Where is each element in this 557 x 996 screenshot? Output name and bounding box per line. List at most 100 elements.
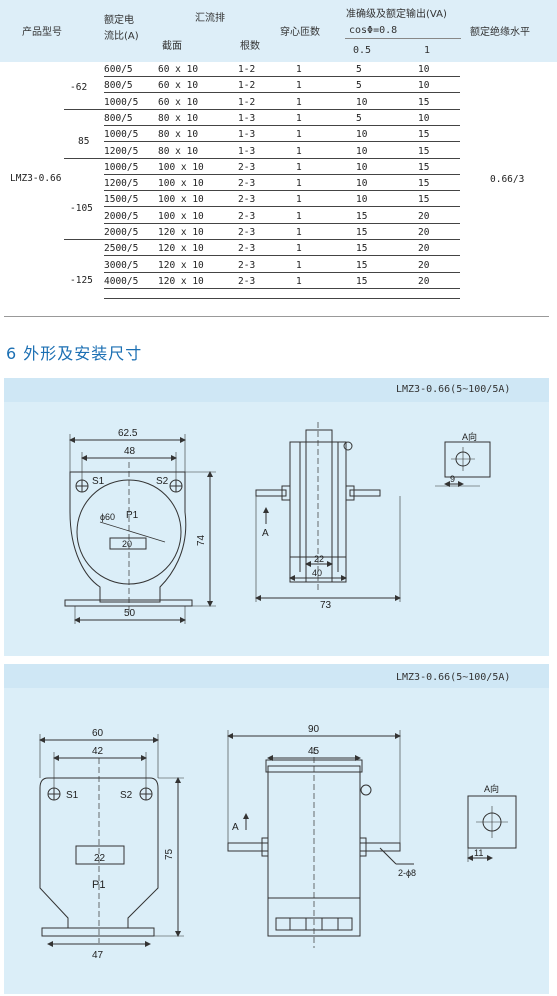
cell-section: 120 x 10 <box>158 227 204 238</box>
row-rule <box>104 108 460 110</box>
model-name: LMZ3-0.66 <box>10 173 62 184</box>
cell-acc-05: 10 <box>356 194 368 206</box>
d2-s2: S2 <box>120 790 133 801</box>
header-turns: 穿心匝数 <box>280 27 320 38</box>
cell-acc-1: 20 <box>418 259 430 271</box>
drawing2-header-band <box>4 664 549 688</box>
cell-count: 2-3 <box>238 227 256 238</box>
cell-acc-05: 15 <box>356 275 368 287</box>
cell-count: 1-2 <box>238 64 256 75</box>
d2-dim-90: 90 <box>308 724 320 735</box>
row-rule <box>104 222 460 224</box>
d1-arrow-a: A <box>262 528 269 539</box>
cell-acc-1: 15 <box>418 145 430 157</box>
d1-dim-48: 48 <box>124 446 136 457</box>
cell-acc-05: 5 <box>356 64 362 75</box>
group-105: -105 <box>70 203 93 214</box>
group-62: -62 <box>70 82 88 93</box>
cell-ratio: 1000/5 <box>104 161 139 173</box>
d1-dim-9: 9 <box>450 474 455 484</box>
cell-count: 2-3 <box>238 259 256 271</box>
section-title: 6 外形及安装尺寸 <box>6 344 143 363</box>
d1-p1: P1 <box>126 510 139 521</box>
row-rule <box>104 239 460 240</box>
d2-dim-11: 11 <box>474 848 483 858</box>
row-rule <box>104 287 460 289</box>
cell-acc-1: 10 <box>418 64 430 75</box>
cell-section: 100 x 10 <box>158 210 204 222</box>
row-rule <box>104 124 460 126</box>
header-cos: cosΦ=0.8 <box>349 25 398 36</box>
cell-section: 100 x 10 <box>158 178 204 190</box>
cell-ratio: 2000/5 <box>104 210 139 222</box>
d1-dim-50: 50 <box>124 608 136 619</box>
cell-acc-05: 10 <box>356 96 368 108</box>
cell-turns: 1 <box>296 129 302 141</box>
d2-dim-45: 45 <box>308 746 320 757</box>
cell-turns: 1 <box>296 96 302 108</box>
cell-count: 2-3 <box>238 194 256 206</box>
header-acc-05: 0.5 <box>353 45 372 56</box>
cell-turns: 1 <box>296 112 302 124</box>
cell-turns: 1 <box>296 227 302 238</box>
cell-section: 80 x 10 <box>158 129 199 141</box>
drawing2-svg: 60 42 S1 S2 22 P1 75 47 90 45 A 2-ϕ8 A向 … <box>39 724 517 961</box>
cell-acc-1: 20 <box>418 227 430 238</box>
cell-section: 100 x 10 <box>158 161 204 173</box>
cell-ratio: 600/5 <box>104 64 133 75</box>
cell-turns: 1 <box>296 259 302 271</box>
cell-section: 60 x 10 <box>158 80 199 92</box>
cell-section: 100 x 10 <box>158 194 204 206</box>
d1-view-a: A向 <box>462 431 477 442</box>
d1-dim-62-5: 62.5 <box>118 428 138 439</box>
cell-turns: 1 <box>296 194 302 206</box>
cell-ratio: 3000/5 <box>104 259 139 271</box>
cell-section: 120 x 10 <box>158 259 204 271</box>
cell-acc-05: 15 <box>356 259 368 271</box>
row-rule <box>104 141 460 143</box>
cell-count: 2-3 <box>238 178 256 190</box>
cell-acc-05: 15 <box>356 227 368 238</box>
d1-front-body <box>69 471 187 603</box>
row-rule <box>104 76 460 77</box>
cell-ratio: 1000/5 <box>104 129 139 141</box>
group-85: 85 <box>78 136 90 147</box>
header-acc-1: 1 <box>424 45 431 56</box>
insulation-value: 0.66/3 <box>490 174 525 185</box>
header-ratio-line2: 流比(A) <box>104 31 139 42</box>
cell-count: 1-3 <box>238 112 256 124</box>
cell-section: 60 x 10 <box>158 64 199 75</box>
cell-acc-1: 15 <box>418 129 430 141</box>
d1-a-view <box>444 441 491 478</box>
cell-turns: 1 <box>296 178 302 190</box>
header-cos-underline <box>345 38 461 39</box>
cell-acc-1: 15 <box>418 161 430 173</box>
drawing1-header-band <box>4 378 549 402</box>
row-rule <box>104 206 460 208</box>
cell-turns: 1 <box>296 64 302 75</box>
cell-turns: 1 <box>296 243 302 255</box>
row-rule <box>104 173 460 175</box>
cell-count: 1-2 <box>238 96 256 108</box>
table-bottom-rule <box>104 298 460 299</box>
d1-dim-20: 20 <box>122 539 132 549</box>
row-rule <box>104 92 460 94</box>
header-insulation: 额定绝缘水平 <box>470 27 530 38</box>
header-model: 产品型号 <box>22 27 62 38</box>
cell-acc-05: 15 <box>356 210 368 222</box>
cell-section: 120 x 10 <box>158 275 204 287</box>
header-ratio-line1: 额定电 <box>104 15 134 26</box>
cell-ratio: 1500/5 <box>104 194 139 206</box>
header-count: 根数 <box>240 41 260 52</box>
cell-section: 80 x 10 <box>158 112 199 124</box>
cell-count: 2-3 <box>238 161 256 173</box>
cell-turns: 1 <box>296 275 302 287</box>
cell-ratio: 2000/5 <box>104 227 139 238</box>
d2-dim-22: 22 <box>94 853 106 864</box>
group-separator <box>64 108 104 110</box>
d1-dim-74: 74 <box>196 534 207 546</box>
cell-ratio: 1000/5 <box>104 96 139 108</box>
cell-acc-05: 15 <box>356 243 368 255</box>
drawing1-svg: 62.5 48 S1 S2 ϕ60 P1 20 74 50 A 22 40 73… <box>64 422 491 624</box>
page-rule <box>4 316 549 317</box>
